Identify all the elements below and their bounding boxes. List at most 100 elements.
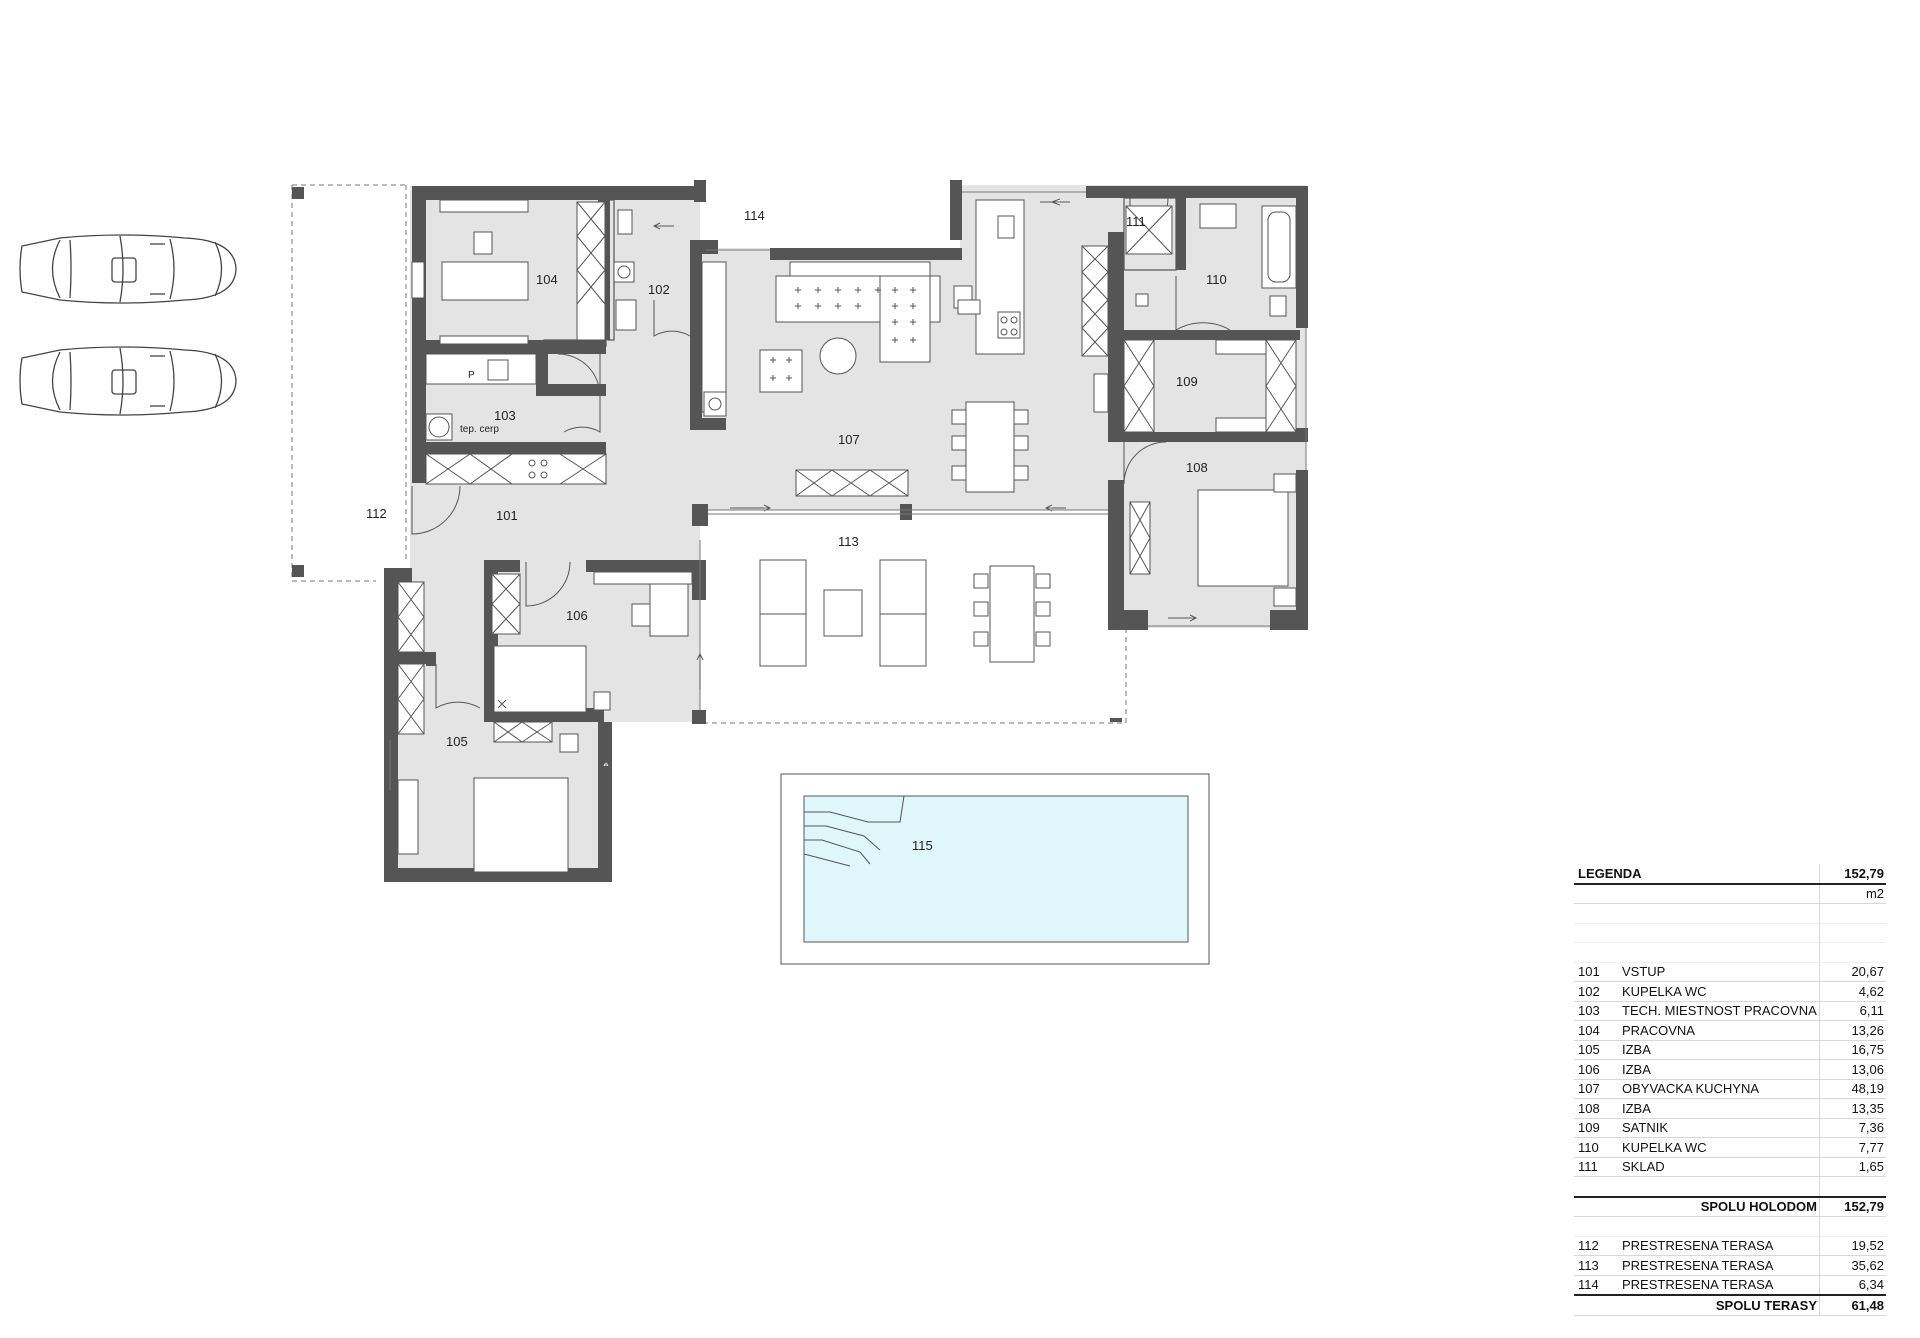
legend-terrace-total-row: SPOLU TERASY 61,48 <box>1574 1294 1886 1316</box>
pool <box>780 773 1210 965</box>
legend-num: 113 <box>1574 1255 1620 1276</box>
legend-num: 105 <box>1574 1040 1620 1060</box>
legend-num: 102 <box>1574 981 1620 1002</box>
legend-area: 6,11 <box>1819 1001 1886 1021</box>
legend-name: IZBA <box>1620 1040 1820 1060</box>
window-lines <box>389 191 1307 790</box>
p-mark: P <box>468 370 475 381</box>
legend-area: 35,62 <box>1819 1255 1886 1276</box>
legend-area: 20,67 <box>1819 962 1886 982</box>
legend-num: 106 <box>1574 1059 1620 1080</box>
room-label-112: 112 <box>366 506 387 521</box>
terrace-112-outline <box>291 184 407 582</box>
room-104-furniture <box>411 199 606 345</box>
legend-area: 1,65 <box>1819 1157 1886 1177</box>
room-103-fixtures <box>425 353 607 485</box>
legend-area: 13,26 <box>1819 1020 1886 1041</box>
legend-name: SATNIK <box>1620 1118 1820 1138</box>
terrace-114-floor <box>706 180 956 248</box>
legend-area: 19,52 <box>1819 1236 1886 1256</box>
room-102-fixtures <box>613 209 637 331</box>
legend-name: OBYVACKA KUCHYNA <box>1620 1079 1820 1099</box>
room-label-113: 113 <box>838 534 859 549</box>
room-label-101: 101 <box>496 508 518 523</box>
legend-name: IZBA <box>1620 1098 1820 1119</box>
room-109-furniture <box>1123 339 1297 433</box>
column <box>292 187 304 199</box>
room-label-102: 102 <box>648 282 670 297</box>
legend-area: 4,62 <box>1819 981 1886 1002</box>
legend-num: 108 <box>1574 1098 1620 1119</box>
legend-interior-total-label: SPOLU HOLODOM <box>1620 1195 1820 1217</box>
room-label-107: 107 <box>838 432 860 447</box>
legend-name: VSTUP <box>1620 962 1820 982</box>
floor-fill <box>384 185 1306 882</box>
legend-header-row: LEGENDA 152,79 <box>1574 864 1886 885</box>
room-label-106: 106 <box>566 608 588 623</box>
legend-name: KUPELKA WC <box>1620 1137 1820 1158</box>
legend-num: 112 <box>1574 1236 1620 1256</box>
legend-name: PRESTRESENA TERASA <box>1620 1255 1820 1276</box>
room-label-115: 115 <box>912 838 933 853</box>
legend-area: 7,36 <box>1819 1118 1886 1138</box>
legend-name: SKLAD <box>1620 1157 1820 1177</box>
room-label-114: 114 <box>744 208 765 223</box>
legend-interior-total-row: SPOLU HOLODOM 152,79 <box>1574 1195 1886 1217</box>
walls <box>384 180 1308 882</box>
legend-num: 114 <box>1574 1275 1620 1296</box>
room-label-111: 111 <box>1126 214 1146 229</box>
legend-name: IZBA <box>1620 1059 1820 1080</box>
legend-name: PRACOVNA <box>1620 1020 1820 1041</box>
room-label-104: 104 <box>536 272 558 287</box>
terrace-113-outline <box>703 512 1127 724</box>
legend-num: 103 <box>1574 1001 1620 1021</box>
legend-name: KUPELKA WC <box>1620 981 1820 1002</box>
legend-area: 6,34 <box>1819 1275 1886 1296</box>
legend-title-value: 152,79 <box>1819 864 1886 885</box>
room-110-fixtures <box>1125 203 1297 317</box>
legend-terrace-total-value: 61,48 <box>1819 1294 1886 1316</box>
legend-num: 109 <box>1574 1118 1620 1138</box>
legend-terrace-total-label: SPOLU TERASY <box>1620 1294 1820 1316</box>
legend-area: 48,19 <box>1819 1079 1886 1099</box>
pump-note: tep. cerp <box>460 424 499 435</box>
room-labels: 101 102 103 104 105 106 107 108 109 110 … <box>366 208 1227 853</box>
room-label-103: 103 <box>494 408 516 423</box>
legend-num: 111 <box>1574 1157 1620 1177</box>
legend-name: PRESTRESENA TERASA <box>1620 1275 1820 1296</box>
legend-area: 13,35 <box>1819 1098 1886 1119</box>
room-label-108: 108 <box>1186 460 1208 475</box>
legend-num: 107 <box>1574 1079 1620 1099</box>
room-label-109: 109 <box>1176 374 1198 389</box>
legend-num: 101 <box>1574 962 1620 982</box>
legend-interior-total-value: 152,79 <box>1819 1195 1886 1217</box>
room-label-105: 105 <box>446 734 468 749</box>
legend-name: PRESTRESENA TERASA <box>1620 1236 1820 1256</box>
room-105-furniture <box>397 581 610 873</box>
legend-area: 7,77 <box>1819 1137 1886 1158</box>
room-107-furniture <box>652 198 1109 512</box>
car-bottom <box>19 346 237 416</box>
column <box>292 565 304 577</box>
legend-unit-row: m2 <box>1574 883 1886 904</box>
legend-area: 16,75 <box>1819 1040 1886 1060</box>
car-top <box>19 234 237 304</box>
legend-num: 104 <box>1574 1020 1620 1041</box>
legend-num: 110 <box>1574 1137 1620 1158</box>
room-106-furniture <box>491 571 704 713</box>
